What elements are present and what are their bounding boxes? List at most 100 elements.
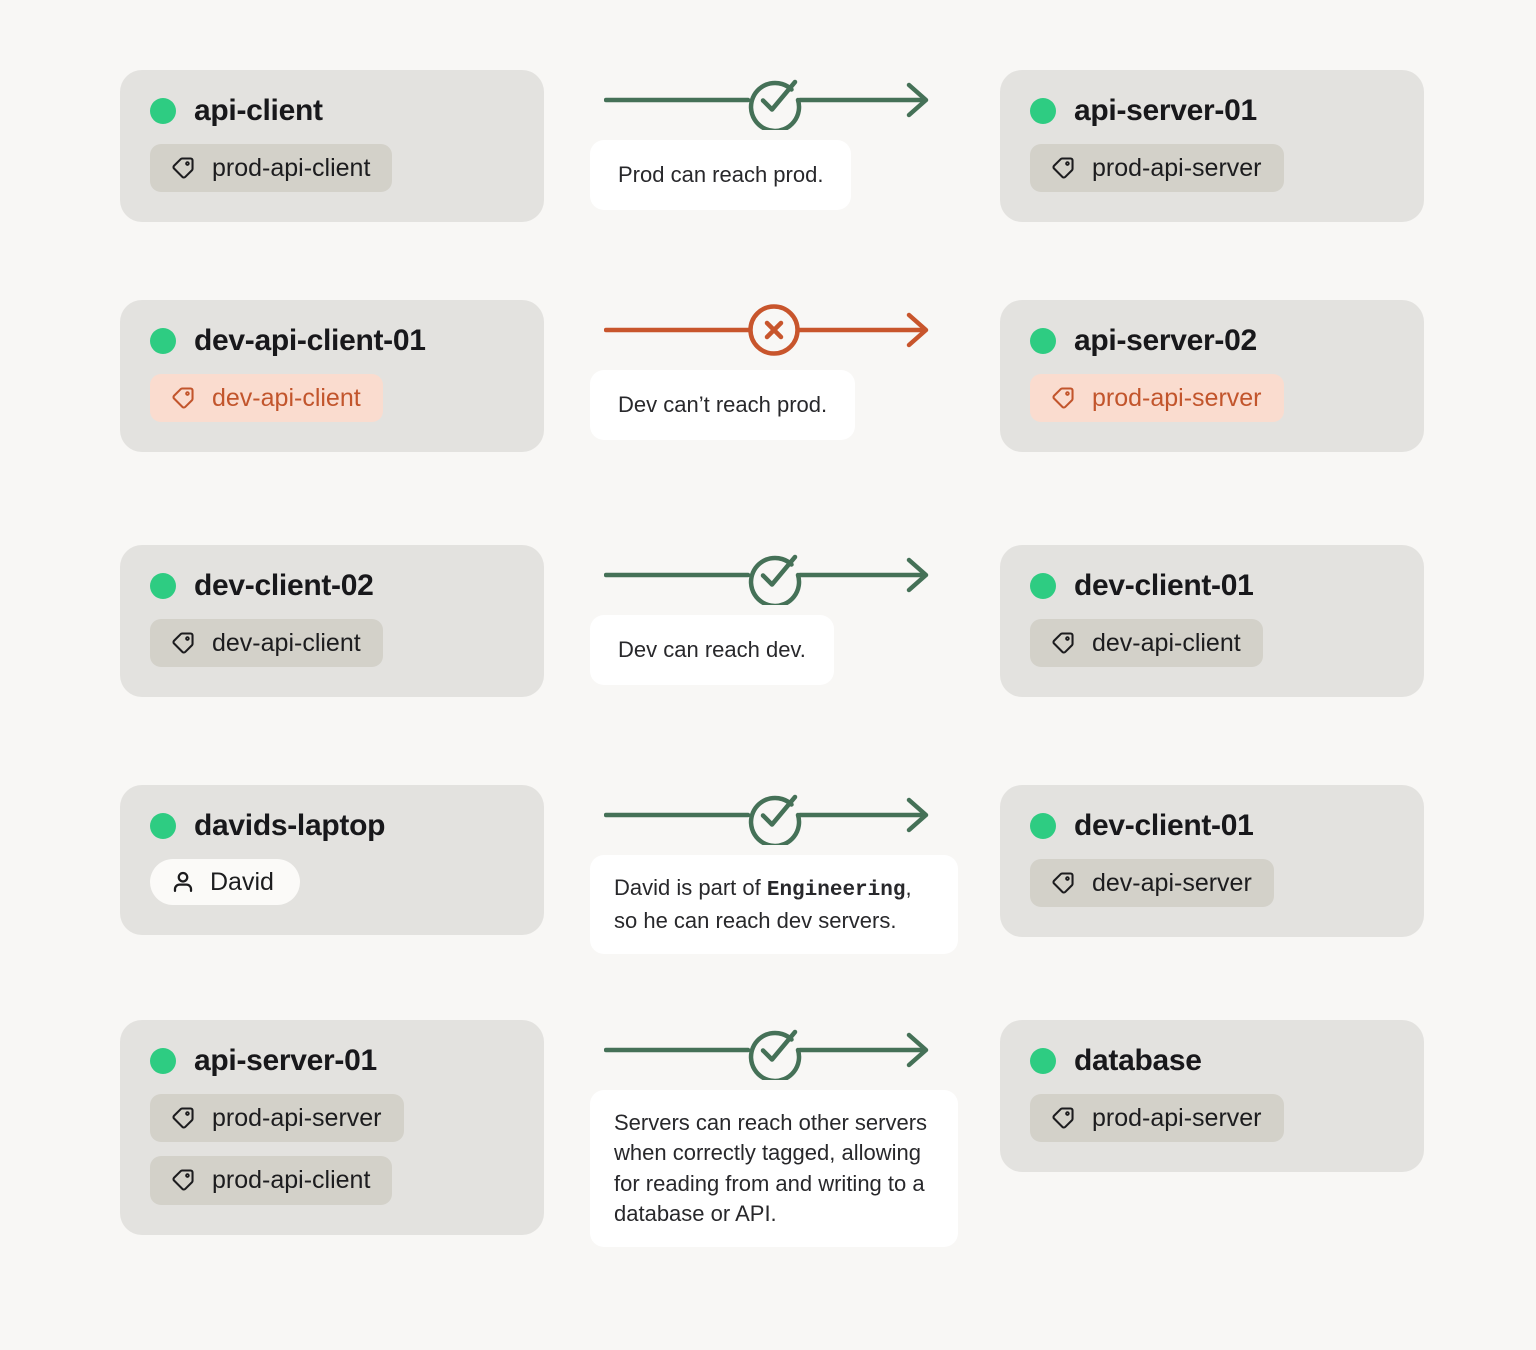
tag-icon <box>172 387 194 409</box>
node-chip-list: prod-api-server <box>1030 1094 1394 1143</box>
person-icon <box>173 871 193 893</box>
connector: Servers can reach other servers when cor… <box>590 1020 958 1248</box>
tag-chip[interactable]: prod-api-client <box>150 1156 393 1205</box>
node-name: dev-api-client-01 <box>194 324 426 357</box>
person-chip[interactable]: David <box>150 859 300 906</box>
tag-chip-alert[interactable]: dev-api-client <box>150 374 383 423</box>
node-name: database <box>1074 1044 1202 1077</box>
status-dot-online <box>1030 813 1056 839</box>
node-name: api-server-01 <box>194 1044 377 1077</box>
connector-note: Dev can reach dev. <box>590 615 834 686</box>
node-chip-list: dev-api-server <box>1030 859 1394 908</box>
connector-note: Servers can reach other servers when cor… <box>590 1090 958 1248</box>
tag-label: prod-api-server <box>212 1104 382 1132</box>
tag-label: dev-api-client <box>212 629 361 657</box>
status-dot-online <box>150 573 176 599</box>
node-name: api-client <box>194 94 323 127</box>
connector-note-text: Dev can’t reach prod. <box>618 392 828 417</box>
tag-icon <box>172 1107 194 1129</box>
tag-chip-alert[interactable]: prod-api-server <box>1030 374 1284 423</box>
tag-label: prod-api-client <box>212 1166 371 1195</box>
node-name: api-server-02 <box>1074 324 1257 357</box>
tag-icon <box>172 1169 194 1191</box>
node-name: api-server-01 <box>1074 94 1257 127</box>
connector: Dev can reach dev. <box>590 545 958 686</box>
node-card-target[interactable]: dev-client-01 dev-api-server <box>1000 785 1424 938</box>
node-header: dev-api-client-01 <box>150 326 514 356</box>
connector-note: Prod can reach prod. <box>590 140 852 211</box>
node-chip-list: dev-api-client <box>1030 619 1394 668</box>
node-card-source[interactable]: davids-laptop David <box>120 785 544 936</box>
tag-icon <box>172 157 194 179</box>
tag-chip[interactable]: dev-api-server <box>1030 859 1274 908</box>
node-card-target[interactable]: database prod-api-server <box>1000 1020 1424 1173</box>
tag-icon <box>1052 387 1074 409</box>
connector-arrow-deny <box>590 300 958 360</box>
tag-chip[interactable]: prod-api-server <box>150 1094 404 1143</box>
node-chip-list: David <box>150 859 514 906</box>
node-header: api-client <box>150 96 514 126</box>
policy-row: api-server-01 prod-api-server <box>0 1020 1536 1248</box>
connector-arrow-allow <box>590 1020 958 1080</box>
node-card-target[interactable]: dev-client-01 dev-api-client <box>1000 545 1424 698</box>
tag-label: prod-api-server <box>1092 154 1262 182</box>
tag-chip[interactable]: prod-api-client <box>150 144 393 193</box>
connector: Dev can’t reach prod. <box>590 300 958 441</box>
note-part-before: David is part of <box>614 875 767 900</box>
node-header: database <box>1030 1046 1394 1076</box>
status-dot-online <box>150 98 176 124</box>
tag-chip[interactable]: dev-api-client <box>1030 619 1263 668</box>
node-name: dev-client-02 <box>194 569 374 602</box>
status-dot-online <box>1030 573 1056 599</box>
tag-chip[interactable]: dev-api-client <box>150 619 383 668</box>
node-header: davids-laptop <box>150 811 514 841</box>
tag-chip[interactable]: prod-api-server <box>1030 1094 1284 1143</box>
node-header: dev-client-02 <box>150 571 514 601</box>
node-chip-list: dev-api-client <box>150 374 514 423</box>
person-label: David <box>210 868 274 896</box>
tag-label: prod-api-server <box>1092 1104 1262 1132</box>
connector-note: David is part of Engineering, so he can … <box>590 855 958 955</box>
connector-arrow-allow <box>590 785 958 845</box>
tag-chip[interactable]: prod-api-server <box>1030 144 1284 193</box>
connector-note: Dev can’t reach prod. <box>590 370 856 441</box>
connector: Prod can reach prod. <box>590 70 958 211</box>
status-dot-online <box>1030 328 1056 354</box>
node-header: api-server-02 <box>1030 326 1394 356</box>
status-dot-online <box>150 328 176 354</box>
node-chip-list: dev-api-client <box>150 619 514 668</box>
node-card-source[interactable]: api-server-01 prod-api-server <box>120 1020 544 1235</box>
status-dot-online <box>1030 98 1056 124</box>
policy-row: dev-api-client-01 dev-api-client <box>0 300 1536 453</box>
node-chip-list: prod-api-server prod-api-client <box>150 1094 514 1205</box>
node-chip-list: prod-api-server <box>1030 374 1394 423</box>
node-header: api-server-01 <box>150 1046 514 1076</box>
tag-icon <box>172 632 194 654</box>
connector-note-text: David is part of Engineering, so he can … <box>614 873 934 936</box>
node-chip-list: prod-api-client <box>150 144 514 193</box>
node-name: dev-client-01 <box>1074 809 1254 842</box>
node-card-target[interactable]: api-server-01 prod-api-server <box>1000 70 1424 223</box>
tag-icon <box>1052 632 1074 654</box>
node-name: dev-client-01 <box>1074 569 1254 602</box>
policy-row: davids-laptop David <box>0 785 1536 955</box>
policy-row: dev-client-02 dev-api-client <box>0 545 1536 698</box>
status-dot-online <box>150 1048 176 1074</box>
node-header: api-server-01 <box>1030 96 1394 126</box>
node-header: dev-client-01 <box>1030 811 1394 841</box>
node-header: dev-client-01 <box>1030 571 1394 601</box>
connector-note-text: Dev can reach dev. <box>618 637 806 662</box>
node-card-target[interactable]: api-server-02 prod-api-server <box>1000 300 1424 453</box>
connector-arrow-allow <box>590 70 958 130</box>
tag-label: prod-api-server <box>1092 384 1262 412</box>
node-card-source[interactable]: dev-client-02 dev-api-client <box>120 545 544 698</box>
tag-label: prod-api-client <box>212 154 371 182</box>
tag-label: dev-api-client <box>212 384 361 412</box>
node-card-source[interactable]: api-client prod-api-client <box>120 70 544 223</box>
tag-label: dev-api-client <box>1092 629 1241 657</box>
note-group-name: Engineering <box>766 879 906 902</box>
node-card-source[interactable]: dev-api-client-01 dev-api-client <box>120 300 544 453</box>
status-dot-online <box>150 813 176 839</box>
tag-icon <box>1052 872 1074 894</box>
connector-arrow-allow <box>590 545 958 605</box>
